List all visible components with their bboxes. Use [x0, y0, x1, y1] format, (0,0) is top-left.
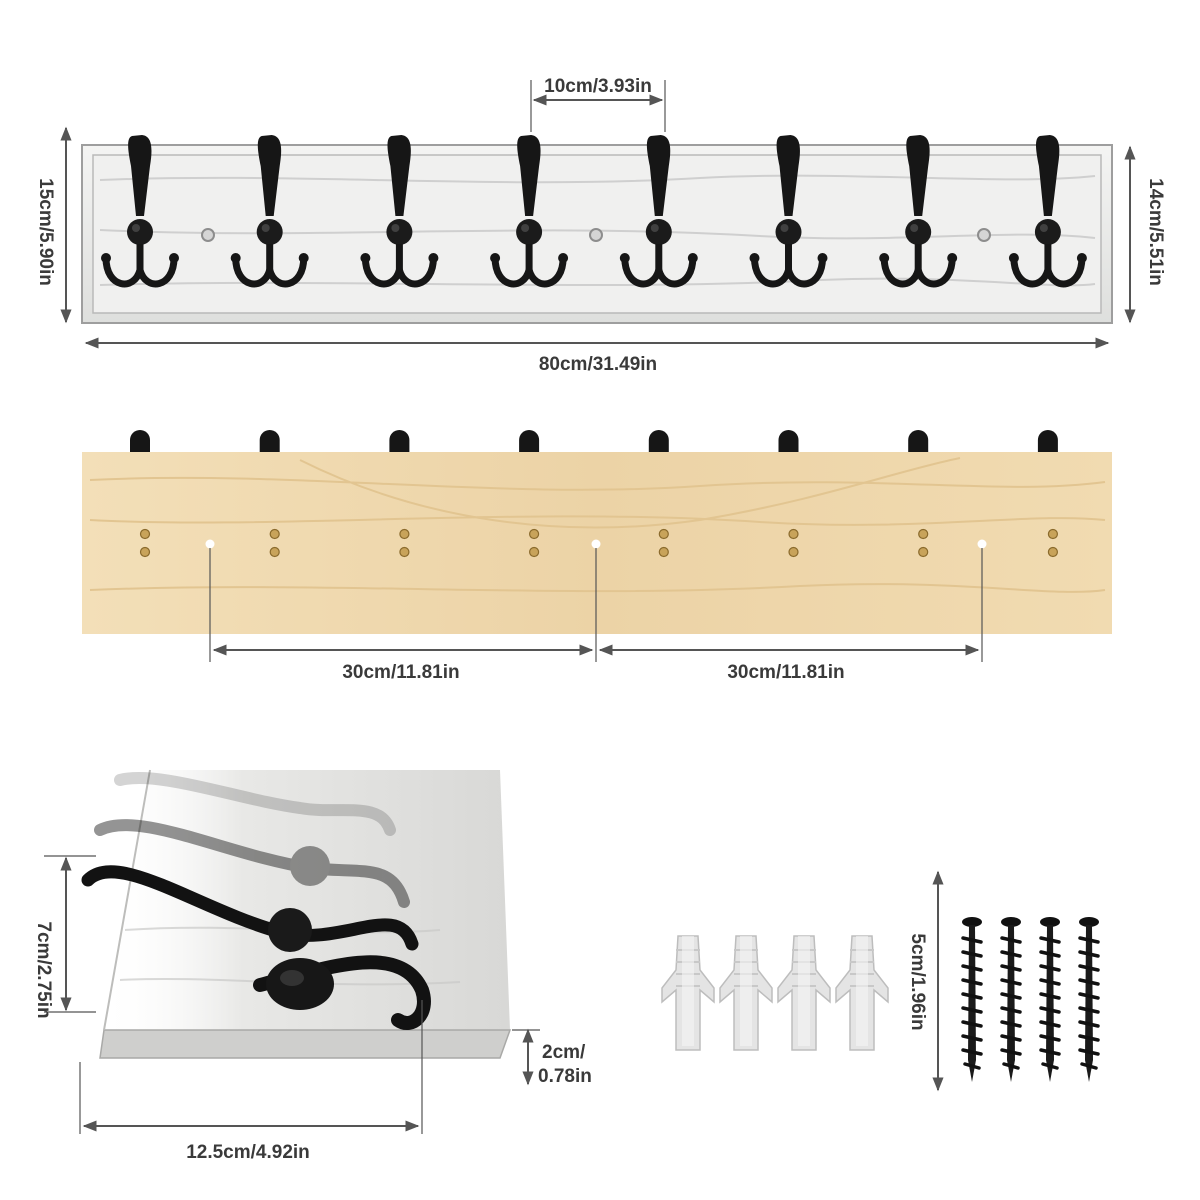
board-height-right-label: 14cm/5.51in: [1145, 178, 1166, 286]
side-perspective-view: [81, 769, 512, 1059]
hook-tip-icon: [778, 430, 799, 452]
wall-anchor-icon: [661, 935, 715, 1051]
back-view: [82, 430, 1112, 634]
dimension-board-depth: 12.5cm/4.92in: [79, 1000, 423, 1163]
screw-head-icon: [399, 528, 410, 540]
screw-head-icon: [269, 546, 280, 558]
mounting-hole: [589, 228, 603, 242]
screw-head-icon: [399, 546, 410, 558]
screw-head-icon: [139, 546, 151, 558]
hole-spacing-left-label: 30cm/11.81in: [342, 662, 459, 683]
side-hook-front: [81, 865, 431, 1030]
wood-screw-icon: [1077, 915, 1101, 1084]
board-depth-label: 12.5cm/4.92in: [186, 1142, 310, 1163]
back-mounting-hole: [205, 539, 215, 549]
screw-length-label: 5cm/1.96in: [907, 933, 928, 1030]
dimension-hook-spacing: 10cm/3.93in: [530, 76, 666, 132]
hook-spacing-label: 10cm/3.93in: [544, 76, 652, 97]
screw-head-icon: [528, 546, 540, 558]
front-view: [81, 135, 1113, 324]
screw-head-icon: [528, 528, 540, 540]
wood-screw-icon: [1038, 915, 1062, 1084]
hook-tip-icon: [648, 430, 669, 452]
back-mounting-hole: [977, 539, 987, 549]
wall-anchor-icon: [719, 935, 773, 1051]
back-mounting-hole: [591, 539, 601, 549]
mounting-hole: [201, 228, 215, 242]
hook-tip-icon: [908, 430, 929, 452]
screw-head-icon: [918, 528, 929, 540]
dimension-hook-height: 7cm/2.75in: [33, 855, 96, 1019]
screw-head-icon: [139, 528, 151, 540]
board-thickness-label-line2: 0.78in: [538, 1066, 592, 1087]
dimension-board-length: 80cm/31.49in: [84, 337, 1110, 375]
wall-anchors: [661, 935, 889, 1051]
wall-anchor-icon: [835, 935, 889, 1051]
screw-head-icon: [658, 546, 669, 558]
screw-head-icon: [788, 528, 799, 540]
hook-tip-icon: [130, 430, 150, 452]
side-hook-back: [114, 771, 396, 836]
hole-spacing-right-label: 30cm/11.81in: [727, 662, 844, 683]
board-thickness-label-line1: 2cm/: [542, 1042, 586, 1063]
screw-head-icon: [269, 528, 280, 540]
board-length-label: 80cm/31.49in: [539, 354, 657, 375]
mounting-hole: [977, 228, 991, 242]
hook-tip-icon: [259, 430, 280, 452]
screw-head-icon: [658, 528, 669, 540]
hook-height-label: 7cm/2.75in: [33, 921, 54, 1018]
screw-head-icon: [918, 546, 929, 558]
wood-screws: [960, 915, 1101, 1084]
board-height-left-label: 15cm/5.90in: [35, 178, 56, 286]
dimension-board-thickness: 2cm/ 0.78in: [512, 1028, 592, 1087]
dimension-board-height-right: 14cm/5.51in: [1124, 145, 1166, 324]
wall-anchor-icon: [777, 935, 831, 1051]
screw-head-icon: [1047, 546, 1059, 558]
wood-screw-icon: [960, 915, 984, 1084]
dimension-hole-spacing: 30cm/11.81in 30cm/11.81in: [209, 548, 983, 683]
wood-screw-icon: [999, 915, 1023, 1084]
screw-head-icon: [1047, 528, 1059, 540]
dimension-screw-length: 5cm/1.96in: [907, 870, 944, 1092]
hook-tip-icon: [519, 430, 540, 452]
hook-tip-icon: [1037, 430, 1058, 452]
side-hook-middle: [94, 819, 410, 908]
dimension-board-height-left: 15cm/5.90in: [35, 126, 72, 324]
hook-tip-icon: [389, 430, 410, 452]
screw-head-icon: [788, 546, 799, 558]
